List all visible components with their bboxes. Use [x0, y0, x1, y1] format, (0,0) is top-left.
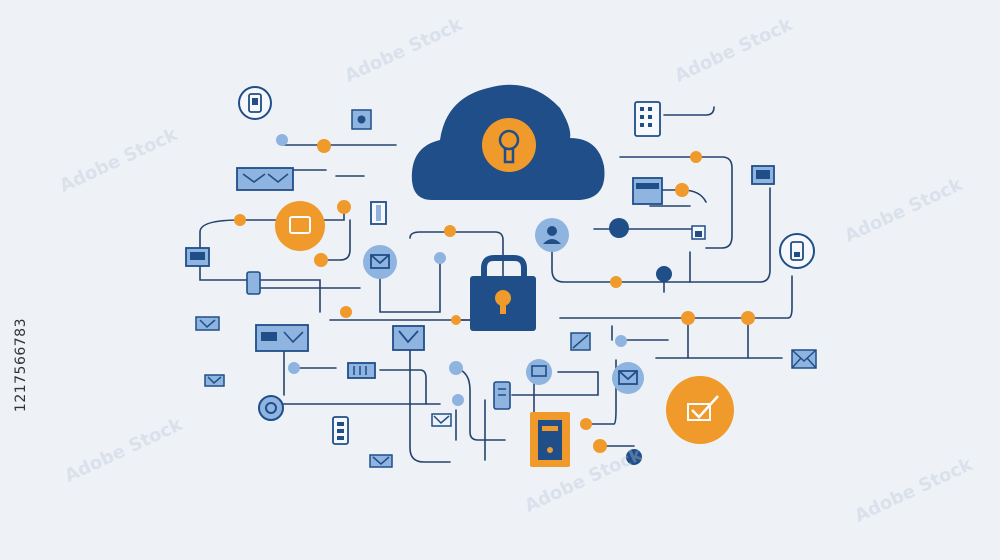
envelope-icon	[791, 349, 817, 369]
tablet-icon	[275, 201, 325, 251]
card-icon	[347, 362, 376, 379]
envelope-icon	[369, 454, 393, 468]
mobile-phone-icon	[238, 86, 272, 120]
envelope-icon	[195, 316, 220, 331]
laptop-icon	[751, 165, 775, 185]
envelope-icon	[431, 413, 452, 427]
envelope-icon	[363, 245, 397, 279]
laptop-icon	[526, 359, 552, 385]
camera-lens-icon	[258, 395, 284, 421]
mobile-phone-icon	[246, 271, 261, 295]
image-id-text: 1217566783	[13, 318, 29, 413]
camera-lens-icon	[351, 109, 372, 130]
keyhole-icon	[482, 118, 536, 172]
padlock-icon	[691, 225, 706, 240]
connection-nodes	[234, 134, 755, 465]
calculator-icon	[634, 101, 661, 137]
battery-icon	[370, 201, 387, 225]
email-envelope-icon	[236, 167, 294, 191]
checkmark-icon	[666, 376, 734, 444]
envelope-icon	[612, 362, 644, 394]
mobile-phone-icon	[493, 381, 511, 410]
padlock-icon	[470, 255, 536, 331]
mobile-phone-icon	[779, 233, 815, 269]
email-envelope-icon	[392, 325, 425, 351]
laptop-icon	[570, 332, 591, 351]
envelope-icon	[204, 374, 225, 387]
card-icon	[632, 177, 663, 205]
laptop-icon	[185, 247, 210, 267]
battery-icon	[332, 416, 349, 445]
connection-lines	[199, 106, 793, 463]
email-envelope-icon	[255, 324, 309, 352]
user-icon	[535, 218, 569, 252]
server-icon	[530, 412, 570, 467]
